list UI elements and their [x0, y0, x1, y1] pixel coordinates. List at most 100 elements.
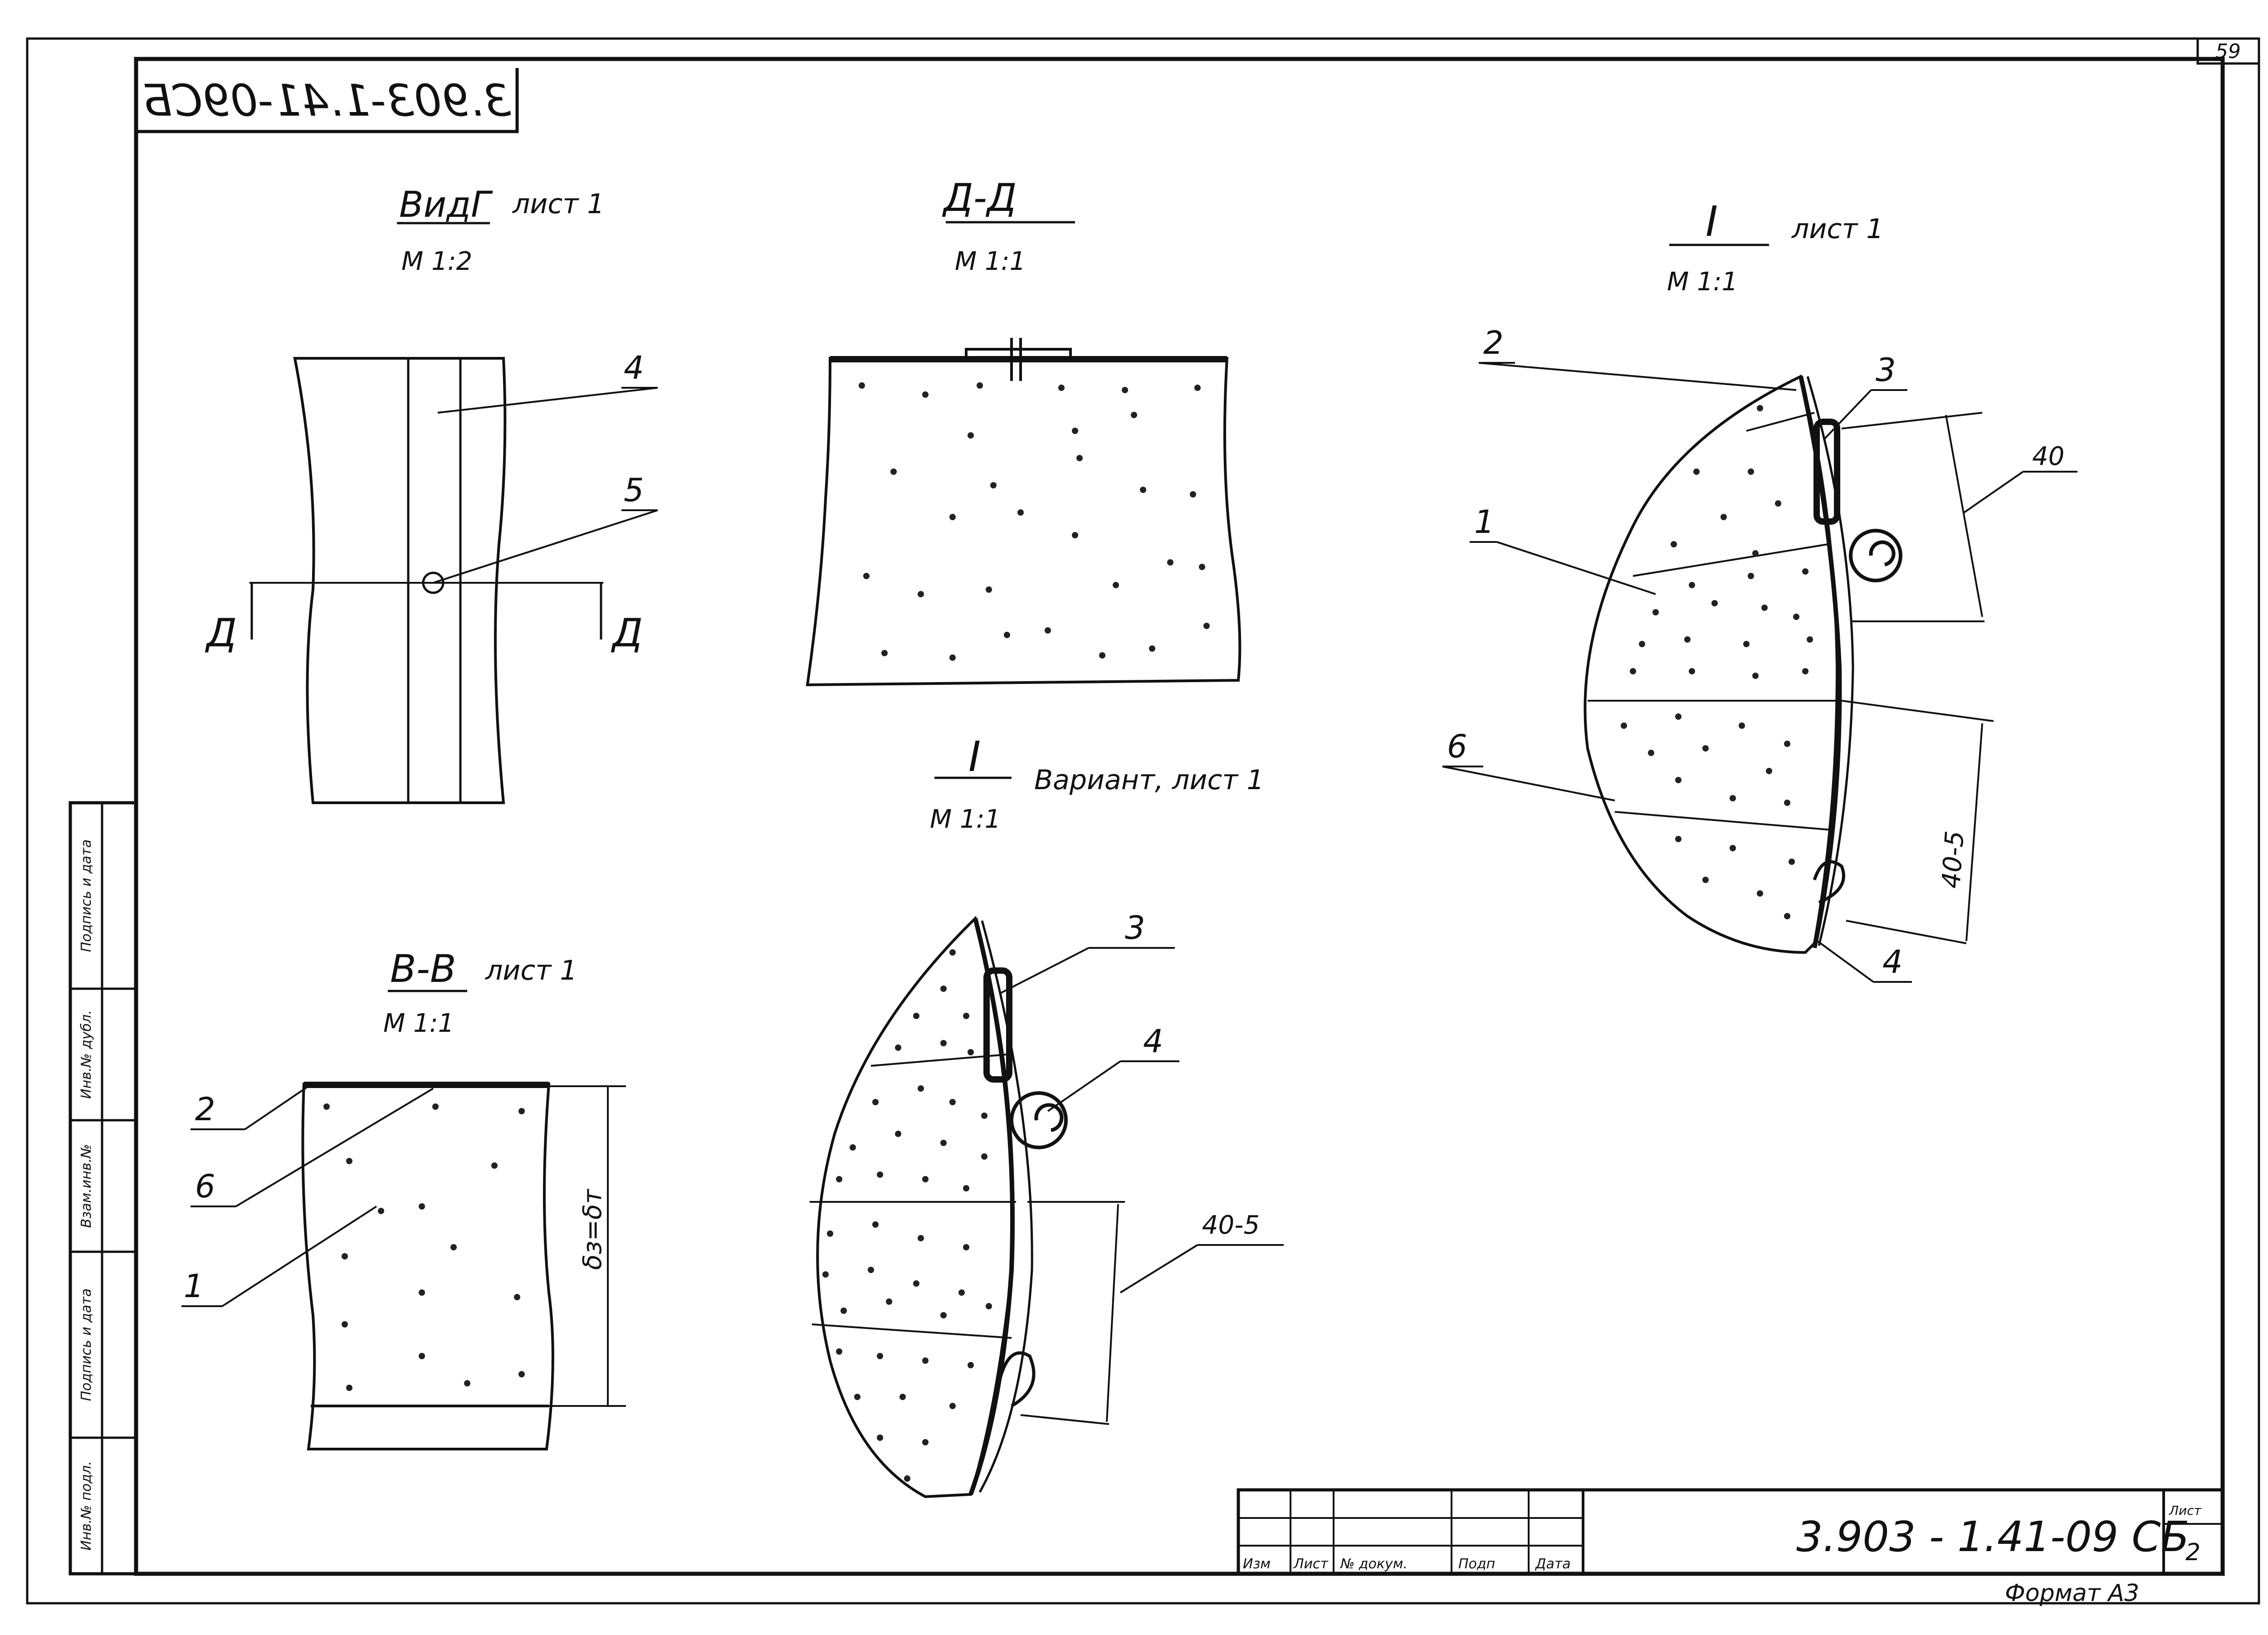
vid-g-title: ВидГ [399, 185, 493, 225]
insulation-dot [963, 1013, 969, 1019]
tb-header-izm: Изм [1243, 1556, 1271, 1572]
insulation-dot [464, 1380, 470, 1386]
v-v-scale: М 1:1 [383, 1009, 454, 1038]
insulation-dot [419, 1203, 425, 1210]
insulation-dot [863, 573, 870, 579]
i-variant-scale: М 1:1 [930, 805, 1001, 834]
v-v-outline [301, 1083, 554, 1450]
insulation-dot [886, 1298, 892, 1305]
insulation-dot [895, 1131, 901, 1137]
i-right-scale: М 1:1 [1667, 267, 1738, 297]
insulation-dot [881, 650, 888, 656]
vid-g-scale: М 1:2 [401, 247, 472, 276]
view-section-v-v: В-В лист 1 М 1:1 δз=δт 2 6 1 [181, 947, 626, 1450]
insulation-dot [1131, 412, 1137, 418]
insulation-dot [981, 1153, 987, 1160]
insulation-dot [491, 1162, 498, 1169]
d-d-scale: М 1:1 [955, 247, 1026, 276]
tb-designation: 3.903 - 1.41-09 СБ [1796, 1513, 2190, 1561]
insulation-dot [1199, 564, 1205, 570]
insulation-dot [346, 1158, 352, 1164]
v-v-callout-2: 2 [195, 1091, 215, 1128]
view-section-d-d: Д-Д М 1:1 [806, 176, 1242, 687]
insulation-dot [949, 1403, 956, 1409]
insulation-dot [1757, 890, 1763, 897]
insulation-dot [918, 1085, 924, 1092]
insulation-dot [378, 1208, 384, 1214]
insulation-dot [1807, 636, 1813, 643]
insulation-dot [342, 1253, 348, 1259]
insulation-dot [940, 986, 947, 992]
outer-border [26, 37, 2260, 1605]
i-variant-dim: 40-5 [1202, 1210, 1260, 1240]
v-v-callout-6: 6 [195, 1168, 215, 1205]
insulation-dot [977, 382, 983, 389]
stamp-label-1: Инв.№ подл. [78, 1461, 94, 1550]
insulation-dot [1072, 428, 1078, 434]
insulation-dot [1648, 750, 1654, 756]
stamp-label-3: Взам.инв.№ [78, 1144, 94, 1228]
section-mark-left: Д [205, 610, 237, 656]
insulation-dot [949, 1099, 956, 1105]
insulation-dot [1784, 913, 1790, 919]
insulation-dot [1113, 582, 1119, 588]
insulation-dot [949, 949, 956, 956]
i-right-dim-bottom: 40-5 [1936, 830, 1970, 889]
insulation-dot [1748, 469, 1754, 475]
insulation-dot [518, 1108, 525, 1114]
i-right-title: I [1706, 197, 1718, 246]
insulation-dot [918, 1235, 924, 1241]
insulation-dot [949, 654, 956, 661]
i-right-callout-6: 6 [1447, 728, 1467, 765]
insulation-dot [1766, 768, 1772, 774]
mirrored-code-box: 3.903-1.41-09СБ [136, 68, 519, 133]
insulation-dot [872, 1221, 879, 1228]
i-variant-title: I [968, 732, 981, 781]
insulation-dot [949, 514, 956, 520]
i-right-spiral [1849, 529, 1903, 582]
tb-header-list: Лист [1293, 1556, 1329, 1572]
insulation-dot [1045, 627, 1051, 634]
v-v-title: В-В [390, 947, 456, 991]
insulation-dot [1711, 600, 1718, 606]
insulation-dot [1802, 568, 1809, 575]
insulation-dot [1190, 491, 1196, 498]
insulation-dot [1784, 741, 1790, 747]
insulation-dot [1752, 673, 1759, 679]
insulation-dot [1203, 623, 1210, 629]
tb-format: Формат А3 [2005, 1580, 2139, 1607]
view-detail-i-right: I лист 1 М 1:1 40 40-5 2 3 1 [1442, 197, 2077, 983]
vid-g-callout-5: 5 [624, 472, 644, 509]
insulation-dot [854, 1394, 860, 1400]
side-stamp: Инв.№ подл. Подпись и дата Взам.инв.№ Ин… [68, 801, 138, 1576]
insulation-dot [1702, 745, 1709, 752]
i-right-callout-1: 1 [1474, 503, 1495, 541]
doc-code-mirrored: 3.903-1.41-09СБ [142, 75, 511, 126]
insulation-dot [514, 1294, 520, 1300]
i-right-clip [1813, 419, 1840, 525]
insulation-dot [904, 1475, 910, 1482]
i-variant-callout-3: 3 [1125, 909, 1145, 947]
insulation-dot [868, 1267, 874, 1273]
insulation-dot [1671, 541, 1677, 547]
insulation-dot [899, 1394, 906, 1400]
insulation-dot [859, 382, 865, 389]
insulation-dot [940, 1140, 947, 1146]
insulation-dot [1675, 777, 1681, 783]
insulation-dot [1789, 859, 1795, 865]
insulation-dot [450, 1244, 457, 1250]
insulation-dot [841, 1308, 847, 1314]
insulation-dot [1630, 668, 1636, 674]
insulation-dot [1675, 713, 1681, 720]
insulation-dot [1743, 641, 1750, 647]
insulation-dot [940, 1312, 947, 1318]
insulation-dot [1721, 514, 1727, 520]
insulation-dot [827, 1230, 833, 1237]
page-number: 59 [2215, 40, 2241, 63]
insulation-dot [877, 1353, 883, 1359]
insulation-dot [1004, 632, 1010, 638]
insulation-dot [1757, 405, 1763, 411]
i-right-sheet-ref: лист 1 [1791, 213, 1884, 245]
insulation-dot [958, 1289, 965, 1296]
insulation-dot [1739, 722, 1745, 729]
